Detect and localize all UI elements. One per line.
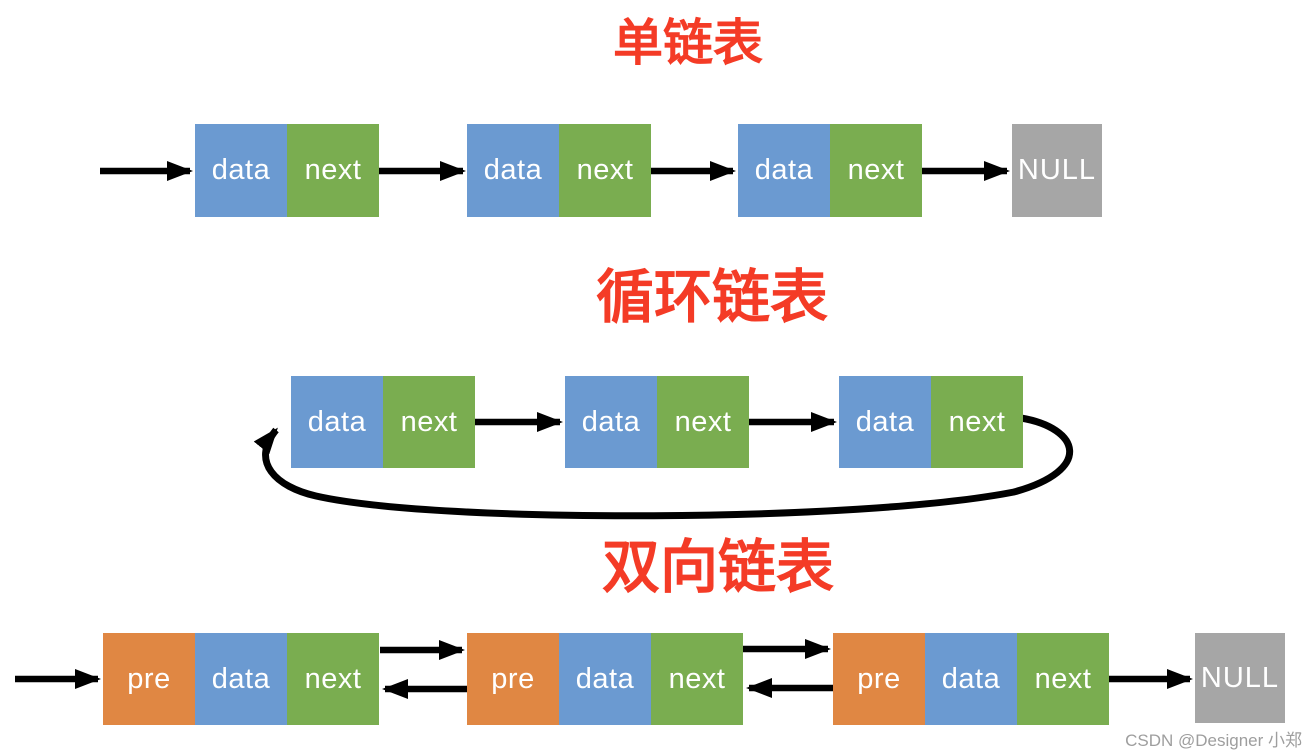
cell-next: next	[651, 633, 743, 725]
cell-data: data	[291, 376, 383, 468]
cell-next: next	[1017, 633, 1109, 725]
node-circular-1: data next	[291, 376, 475, 468]
node-singly-1: data next	[195, 124, 379, 217]
cell-data: data	[559, 633, 651, 725]
node-singly-2: data next	[467, 124, 651, 217]
cell-data: data	[839, 376, 931, 468]
cell-data: data	[195, 633, 287, 725]
cell-pre: pre	[103, 633, 195, 725]
cell-data: data	[925, 633, 1017, 725]
cell-next: next	[657, 376, 749, 468]
cell-next: next	[559, 124, 651, 217]
section-title-doubly-linked-list: 双向链表	[601, 535, 835, 600]
node-doubly-2: pre data next	[467, 633, 743, 725]
node-singly-3: data next	[738, 124, 922, 217]
section-title-singly-linked-list: 单链表	[613, 15, 763, 71]
cell-data: data	[467, 124, 559, 217]
node-doubly-3: pre data next	[833, 633, 1109, 725]
watermark: CSDN @Designer 小郑	[1125, 731, 1302, 750]
cell-next: next	[287, 124, 379, 217]
node-doubly-1: pre data next	[103, 633, 379, 725]
cell-pre: pre	[833, 633, 925, 725]
node-circular-2: data next	[565, 376, 749, 468]
cell-data: data	[565, 376, 657, 468]
node-circular-3: data next	[839, 376, 1023, 468]
cell-next: next	[383, 376, 475, 468]
cell-pre: pre	[467, 633, 559, 725]
cell-next: next	[931, 376, 1023, 468]
null-terminator-doubly: NULL	[1195, 633, 1285, 723]
cell-next: next	[287, 633, 379, 725]
cell-data: data	[738, 124, 830, 217]
cell-data: data	[195, 124, 287, 217]
null-terminator-singly: NULL	[1012, 124, 1102, 217]
cell-next: next	[830, 124, 922, 217]
section-title-circular-linked-list: 循环链表	[595, 265, 829, 330]
